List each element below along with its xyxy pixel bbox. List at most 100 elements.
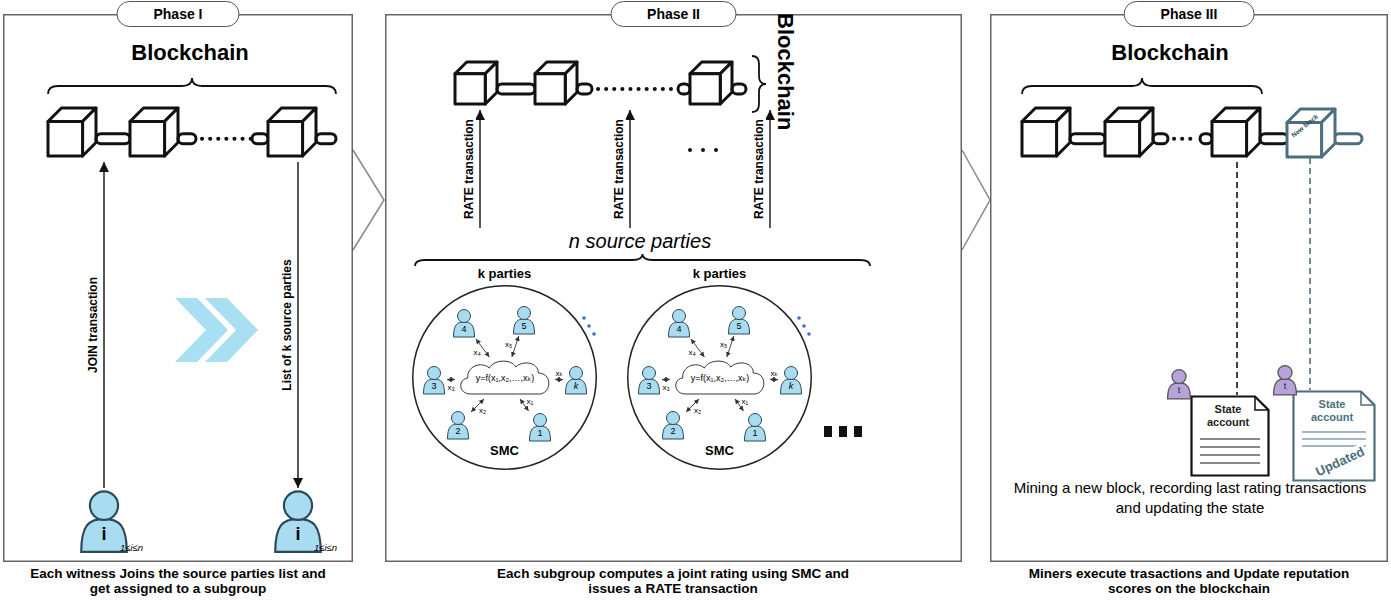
chain-link (1260, 134, 1288, 144)
transaction-arrow (103, 162, 104, 488)
block-cube (690, 62, 732, 104)
note: Mining a new block, recording last ratin… (1005, 478, 1375, 518)
party-node: 5 (727, 305, 751, 335)
party-node: 3 (422, 365, 446, 395)
ellipsis-dot (582, 316, 586, 320)
caption: Each witness Joins the source parties li… (28, 566, 328, 596)
block-cube (130, 108, 178, 156)
party-number: 2 (661, 426, 685, 436)
edge-label: List of k source parties (280, 259, 294, 390)
party-number: 5 (512, 321, 536, 331)
ellipsis-dot (688, 148, 692, 152)
brace (1022, 78, 1262, 94)
blockchain-group: Blockchain (40, 40, 340, 162)
input-arrow (512, 336, 519, 357)
index-range: 1≤i≤n (120, 542, 143, 553)
edge-label: x₃ (447, 382, 456, 391)
ellipsis-dot (587, 324, 591, 328)
edge-label: x₅ (504, 340, 513, 349)
party-number: 5 (727, 321, 751, 331)
transaction-arrow (479, 110, 480, 228)
new-block: New block (1286, 108, 1336, 158)
block-cube (48, 108, 96, 156)
ellipsis-dot (807, 332, 811, 336)
blockchain-group: BlockchainNew block (1000, 40, 1340, 162)
input-arrow (447, 379, 455, 380)
party-node: 4 (667, 308, 691, 338)
function-formula: y=f(x₁,x₂,…,xₖ) (671, 373, 769, 383)
function-formula: y=f(x₁,x₂,…,xₖ) (456, 373, 554, 383)
edge-label: RATE transaction (612, 119, 626, 219)
party-number: k (564, 381, 588, 391)
edge-label: x₂ (478, 406, 487, 415)
party-node: 1 (743, 412, 767, 442)
transaction-arrow (297, 162, 298, 488)
icon-letter: t (1276, 381, 1294, 391)
block-cube (268, 108, 316, 156)
input-arrow (555, 379, 563, 380)
chain-link (1153, 134, 1168, 144)
subgroup-heading: k parties (412, 266, 597, 281)
ellipsis-square (854, 426, 862, 437)
party-node: 1 (528, 412, 552, 442)
state-link (1236, 162, 1238, 395)
ellipsis-square (839, 426, 847, 437)
chain-link (678, 84, 690, 94)
chain-link (577, 84, 592, 94)
witness-index: i (78, 524, 130, 545)
edge-label: JOIN transaction (86, 277, 100, 373)
phase-header: Phase II (610, 1, 737, 27)
chain-link (1200, 134, 1212, 144)
witness-node: i1≤i≤n (78, 488, 130, 554)
group-heading: n source parties (405, 230, 875, 253)
edge-label: x₃ (662, 382, 671, 391)
party-number: 1 (743, 428, 767, 438)
chain-link (1334, 134, 1362, 144)
phase-header: Phase III (1124, 1, 1255, 27)
edge-label: x₂ (693, 406, 702, 415)
transaction-arrow (769, 110, 770, 228)
party-number: 1 (528, 428, 552, 438)
party-node: 4 (452, 308, 476, 338)
ellipsis-dot (701, 148, 705, 152)
block-cube (1105, 108, 1153, 156)
blockchain-heading: Blockchain (40, 40, 340, 66)
witness-node: i1≤i≤n (272, 488, 324, 554)
subgroup-heading: k parties (627, 266, 812, 281)
ellipsis-dot (797, 316, 801, 320)
party-node: 5 (512, 305, 536, 335)
block-cube (535, 62, 577, 104)
icon-letter: t (1170, 385, 1188, 395)
phase-header: Phase I (116, 1, 239, 27)
chain-link (1070, 134, 1105, 144)
edge-label: x₁ (741, 396, 750, 405)
brace (752, 56, 766, 112)
transaction-arrow (629, 110, 630, 228)
index-range: 1≤i≤n (314, 542, 337, 553)
smc-function-cloud: y=f(x₁,x₂,…,xₖ) (456, 358, 554, 398)
document-title: State account (1298, 398, 1366, 424)
document-title: State account (1196, 403, 1260, 429)
edge-label: x₄ (687, 348, 696, 357)
state-account: State account (1190, 395, 1270, 477)
block-cube (1022, 108, 1070, 156)
party-node: 2 (446, 410, 470, 440)
smc-label: SMC (627, 443, 812, 458)
chain-dots (598, 87, 676, 91)
chain-link (96, 134, 130, 144)
blockchain-heading: Blockchain (1000, 40, 1340, 66)
block-cube (1212, 108, 1260, 156)
edge-label: xₖ (554, 368, 563, 377)
party-number: 4 (667, 324, 691, 334)
ellipsis-dot (592, 332, 596, 336)
smc-subgroup: k partiesSMCy=f(x₁,x₂,…,xₖ)453k21 (627, 285, 812, 470)
brace (48, 78, 336, 94)
smc-function-cloud: y=f(x₁,x₂,…,xₖ) (671, 358, 769, 398)
block-cube (1287, 109, 1335, 157)
edge-label: RATE transaction (462, 119, 476, 219)
phase-arrow (962, 150, 990, 250)
chain-link (497, 84, 535, 94)
edge-label: x₄ (472, 348, 481, 357)
progress-chevron (205, 298, 258, 362)
party-number: 4 (452, 324, 476, 334)
